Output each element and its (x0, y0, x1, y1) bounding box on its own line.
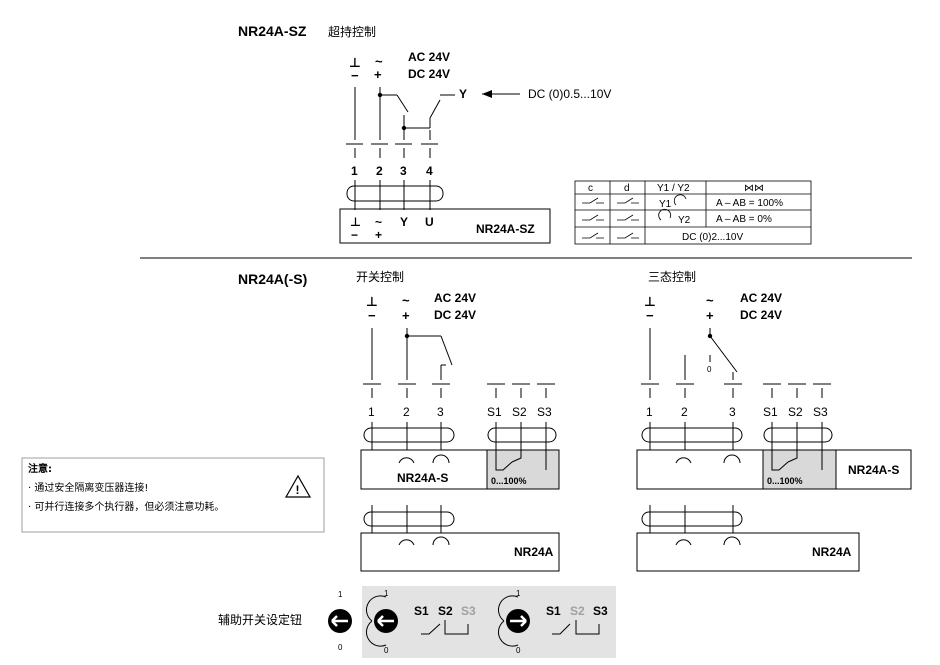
note-item-1: · 通过安全隔离变压器连接! (28, 483, 149, 494)
svg-text:!: ! (296, 483, 300, 497)
aux-a-one: 1 (384, 589, 389, 598)
l-dc: DC 24V (434, 308, 476, 322)
r-model: NR24A (812, 545, 852, 559)
r-plus: + (706, 308, 714, 323)
minus-symbol: − (351, 68, 359, 83)
r-model-s: NR24A-S (848, 463, 899, 477)
terminal-2: 2 (376, 164, 383, 178)
l-t3: 3 (437, 405, 444, 419)
aux-zero: 0 (338, 643, 343, 652)
l-s2: S2 (512, 405, 527, 419)
r-dc: DC 24V (740, 308, 782, 322)
aux-a-s2: S2 (438, 604, 453, 618)
r-t1: 1 (646, 405, 653, 419)
box-tilde: ~ (375, 215, 382, 229)
top-title: 超持控制 (328, 24, 376, 39)
box-y: Y (400, 215, 408, 229)
l-s1: S1 (487, 405, 502, 419)
y-signal-label: Y (459, 87, 467, 101)
tr3-val: DC (0)2...10V (682, 232, 743, 243)
r-s3: S3 (813, 405, 828, 419)
l-model: NR24A (514, 545, 554, 559)
aux-b-s3: S3 (593, 604, 608, 618)
signal-range: DC (0)0.5...10V (528, 87, 611, 101)
r-tilde: ~ (706, 293, 714, 308)
warning-icon (284, 474, 312, 498)
box-u: U (425, 215, 434, 229)
aux-a-s3: S3 (461, 604, 476, 618)
note-item-2: · 可并行连接多个执行器，但必须注意功耗。 (28, 502, 225, 513)
l-t1: 1 (368, 405, 375, 419)
l-pot: 0...100% (491, 476, 527, 486)
plus-symbol: + (374, 67, 382, 82)
r-t3: 3 (729, 405, 736, 419)
box-plus: + (375, 228, 382, 242)
th-valve-icon: ⋈⋈ (744, 183, 764, 194)
box-gnd: ⊥ (350, 215, 361, 229)
r-gnd: ⊥ (644, 294, 656, 309)
l-s3: S3 (537, 405, 552, 419)
l-model-s: NR24A-S (397, 471, 448, 485)
tr2-val: A – AB = 0% (716, 214, 772, 225)
aux-a-s1: S1 (414, 604, 429, 618)
right-title: 三态控制 (648, 270, 696, 284)
aux-b-zero: 0 (516, 646, 521, 655)
bottom-model: NR24A(-S) (238, 271, 307, 287)
aux-panel (362, 586, 616, 658)
th-d: d (624, 183, 630, 194)
l-gnd: ⊥ (366, 294, 378, 309)
tr1-val: A – AB = 100% (716, 198, 783, 209)
r-minus: − (646, 308, 654, 323)
l-t2: 2 (403, 405, 410, 419)
control-table (574, 180, 812, 245)
r-t2: 2 (681, 405, 688, 419)
l-tilde: ~ (402, 293, 410, 308)
tr2-y: Y2 (678, 215, 691, 226)
r-ac: AC 24V (740, 291, 782, 305)
aux-one: 1 (338, 590, 343, 599)
th-y: Y1 / Y2 (657, 183, 690, 194)
note-text: 注意: · 通过安全隔离变压器连接! · 可并行连接多个执行器，但必须注意功耗。 (28, 460, 224, 517)
note-item-1-text: 通过安全隔离变压器连接! (34, 483, 149, 494)
gnd-symbol: ⊥ (349, 55, 361, 70)
terminal-1: 1 (351, 164, 358, 178)
note-heading: 注意: (28, 464, 52, 475)
terminal-3: 3 (400, 164, 407, 178)
th-c: c (588, 183, 593, 194)
aux-b-s1: S1 (546, 604, 561, 618)
aux-a-zero: 0 (384, 646, 389, 655)
top-box-model: NR24A-SZ (476, 222, 535, 236)
r-pot: 0...100% (767, 476, 803, 486)
aux-b-one: 1 (516, 589, 521, 598)
r-zero: 0 (707, 365, 712, 374)
note-box (21, 457, 325, 533)
left-title: 开关控制 (356, 270, 404, 284)
l-minus: − (368, 308, 376, 323)
aux-b-s2: S2 (570, 604, 585, 618)
r-s1: S1 (763, 405, 778, 419)
tr1-y: Y1 (659, 199, 672, 210)
power-ac: AC 24V (408, 50, 450, 64)
l-ac: AC 24V (434, 291, 476, 305)
top-model: NR24A-SZ (238, 23, 307, 39)
r-s2: S2 (788, 405, 803, 419)
power-dc: DC 24V (408, 67, 450, 81)
top-wires (339, 87, 551, 244)
box-minus: − (351, 228, 358, 242)
note-item-2-text: 可并行连接多个执行器，但必须注意功耗。 (34, 502, 225, 513)
tilde-symbol: ~ (375, 54, 383, 69)
terminal-4: 4 (426, 164, 433, 178)
aux-label: 辅助开关设定钮 (218, 612, 302, 627)
l-plus: + (402, 308, 410, 323)
